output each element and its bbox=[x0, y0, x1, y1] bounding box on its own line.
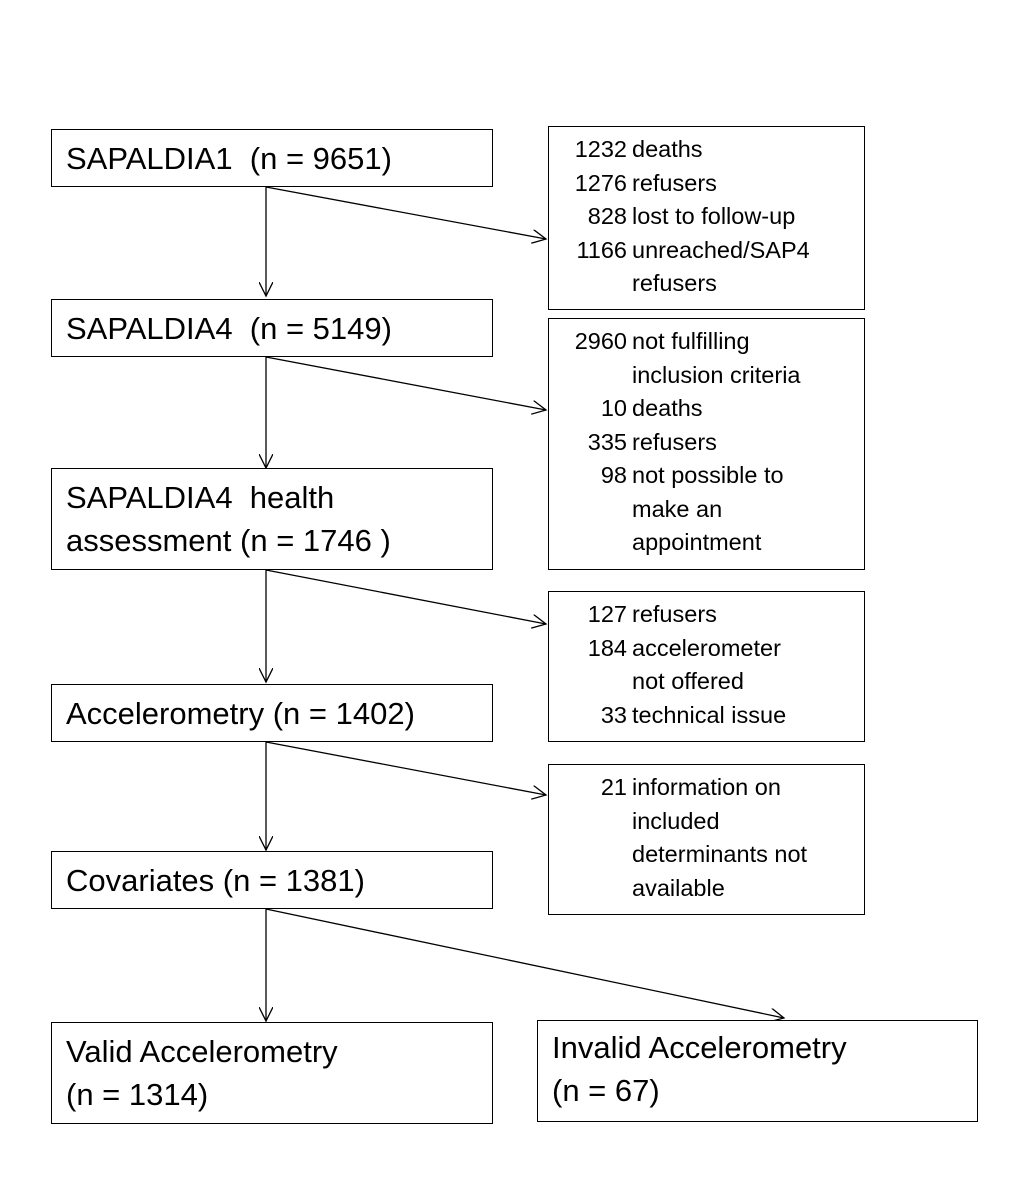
exclusion-reason: information on bbox=[632, 774, 781, 800]
arrow-excl-2 bbox=[265, 356, 546, 410]
exclusion-row: included bbox=[549, 805, 864, 839]
exclusion-count bbox=[549, 359, 627, 393]
arrow-excl-1 bbox=[265, 186, 546, 239]
box-sapaldia4: SAPALDIA4 (n = 5149) bbox=[51, 299, 493, 357]
arrow-invalid bbox=[265, 908, 784, 1018]
box-valid-accelerometry: Valid Accelerometry (n = 1314) bbox=[51, 1022, 493, 1124]
arrow-excl-3 bbox=[265, 569, 546, 624]
exclusion-reason: refusers bbox=[632, 270, 717, 296]
exclusion-row: determinants not bbox=[549, 838, 864, 872]
exclusion-count: 21 bbox=[600, 774, 627, 800]
exclusion-row: make an bbox=[549, 493, 864, 527]
exclusion-count bbox=[549, 805, 627, 839]
exclusion-row: refusers bbox=[549, 267, 864, 301]
exclusion-reason: not possible to bbox=[632, 462, 784, 488]
box-accelerometry-line: Accelerometry (n = 1402) bbox=[66, 696, 415, 731]
box-health-assessment: SAPALDIA4 health assessment (n = 1746 ) bbox=[51, 468, 493, 570]
exclusion-row: available bbox=[549, 872, 864, 906]
exclusion-reason: deaths bbox=[632, 395, 703, 421]
exclusion-row: not offered bbox=[549, 665, 864, 699]
box-valid-line-1: Valid Accelerometry bbox=[66, 1034, 338, 1069]
exclusion-count: 828 bbox=[587, 203, 627, 229]
exclusion-count: 33 bbox=[600, 701, 627, 728]
exclusion-reason: included bbox=[632, 807, 720, 834]
exclusion-count: 1166 bbox=[576, 236, 627, 263]
box-valid-line-2: (n = 1314) bbox=[66, 1077, 209, 1112]
exclusion-reason: accelerometer bbox=[632, 634, 781, 661]
exclusion-reason: not offered bbox=[632, 668, 744, 694]
box-health-assessment-line-1: SAPALDIA4 health bbox=[66, 480, 335, 515]
exclusion-reason: not fulfilling bbox=[632, 328, 750, 354]
exclusion-count: 127 bbox=[587, 601, 627, 627]
exclusion-reason: unreached/SAP4 bbox=[632, 236, 810, 263]
arrow-excl-4 bbox=[265, 741, 546, 795]
exclusion-count: 184 bbox=[587, 634, 627, 661]
exclusion-count: 2960 bbox=[574, 328, 627, 354]
box-invalid-line-1: Invalid Accelerometry bbox=[552, 1030, 847, 1065]
exclusion-count bbox=[549, 665, 627, 699]
exclusion-reason: appointment bbox=[632, 529, 762, 555]
exclusion-count: 1276 bbox=[574, 169, 627, 196]
box-invalid-line-2: (n = 67) bbox=[552, 1073, 660, 1108]
exclusion-count: 10 bbox=[600, 395, 627, 421]
exclusion-reason: deaths bbox=[632, 136, 703, 162]
box-sapaldia1-line: SAPALDIA1 (n = 9651) bbox=[66, 141, 392, 176]
box-covariates-line: Covariates (n = 1381) bbox=[66, 863, 365, 898]
exclusion-count: 335 bbox=[587, 428, 627, 455]
exclusion-count bbox=[549, 838, 627, 872]
exclusion-reason: refusers bbox=[632, 169, 717, 196]
exclusion-row: inclusion criteria bbox=[549, 359, 864, 393]
exclusion-reason: determinants not bbox=[632, 841, 808, 867]
exclusion-count: 98 bbox=[600, 462, 627, 488]
box-sapaldia1: SAPALDIA1 (n = 9651) bbox=[51, 129, 493, 187]
box-accelerometry: Accelerometry (n = 1402) bbox=[51, 684, 493, 742]
box-invalid-accelerometry: Invalid Accelerometry (n = 67) bbox=[537, 1020, 978, 1122]
exclusion-reason: refusers bbox=[632, 601, 717, 627]
exclusion-row: appointment bbox=[549, 526, 864, 560]
exclusion-count bbox=[549, 493, 627, 527]
exclusion-reason: refusers bbox=[632, 428, 717, 455]
box-sapaldia4-line: SAPALDIA4 (n = 5149) bbox=[66, 311, 392, 346]
exclusion-reason: technical issue bbox=[632, 701, 787, 728]
exclusion-count bbox=[549, 267, 627, 301]
box-covariates: Covariates (n = 1381) bbox=[51, 851, 493, 909]
box-health-assessment-line-2: assessment (n = 1746 ) bbox=[66, 523, 391, 558]
exclusion-reason: lost to follow-up bbox=[632, 203, 796, 229]
exclusion-reason: inclusion criteria bbox=[632, 361, 801, 388]
exclusion-count: 1232 bbox=[574, 136, 627, 162]
exclusion-count bbox=[549, 526, 627, 560]
exclusion-count bbox=[549, 872, 627, 906]
exclusion-reason: available bbox=[632, 874, 725, 901]
exclusion-reason: make an bbox=[632, 495, 723, 522]
